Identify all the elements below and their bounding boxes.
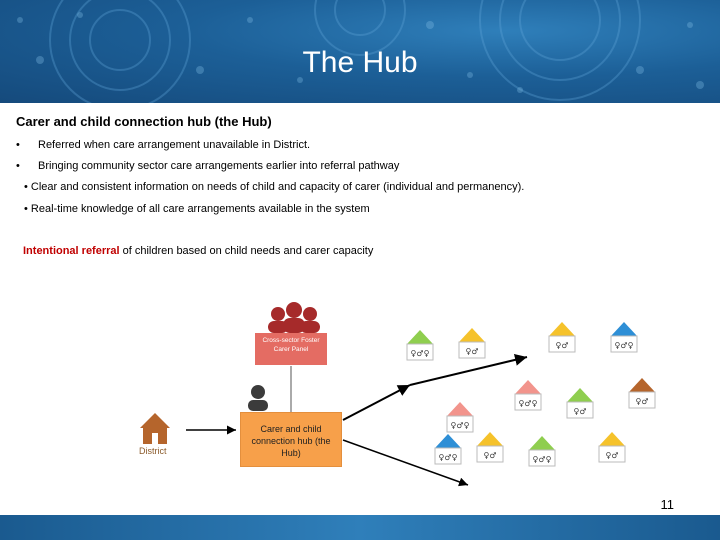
house-roof (515, 380, 541, 394)
bullet-marker: • (24, 181, 28, 193)
house-roof (549, 322, 575, 336)
house-roof (529, 436, 555, 450)
panel-group-icon (268, 302, 320, 333)
house-body (628, 391, 656, 409)
house-roof (459, 328, 485, 342)
banner-decoration (17, 0, 704, 103)
carer-house-icon: ♀♂ (548, 322, 576, 353)
carer-house-icon: ♀♂♀ (528, 436, 556, 467)
bullet-marker: • (24, 203, 28, 215)
bullet-marker: • (16, 139, 20, 151)
house-body (458, 341, 486, 359)
house-occupants: ♀♂♀ (439, 453, 458, 462)
district-house-icon (140, 413, 170, 444)
carer-house-icon: ♀♂♀ (406, 330, 434, 361)
sub-bullet-item: • Real-time knowledge of all care arrang… (24, 203, 370, 215)
hub-to-carers-arrow-lower (342, 439, 469, 487)
bullet-item: • Referred when care arrangement unavaila… (16, 139, 310, 151)
footer-bar (0, 515, 720, 540)
house-roof (435, 434, 461, 448)
bullet-text: Real-time knowledge of all care arrangem… (30, 203, 370, 215)
hub-to-carers-arrow-upper2 (409, 353, 528, 386)
carer-house-icon: ♀♂ (628, 378, 656, 409)
house-body (434, 447, 462, 465)
house-occupants: ♀♂ (573, 407, 586, 416)
connection-hub-box: Carer and child connection hub (the Hub) (240, 412, 342, 467)
house-occupants: ♀♂ (555, 341, 568, 350)
house-roof (477, 432, 503, 446)
house-occupants: ♀♂ (465, 347, 478, 356)
title-banner: The Hub (0, 0, 720, 103)
house-body (528, 449, 556, 467)
house-roof (611, 322, 637, 336)
carer-house-icon: ♀♂ (566, 388, 594, 419)
hub-person-icon (248, 385, 268, 411)
carer-house-icon: ♀♂ (476, 432, 504, 463)
house-roof (447, 402, 473, 416)
foster-carer-panel-box: Cross-sector Foster Carer Panel (255, 333, 327, 365)
sub-bullet-item: • Clear and consistent information on ne… (24, 181, 524, 193)
slide-title: The Hub (302, 46, 418, 79)
house-body (548, 335, 576, 353)
intentional-referral-statement: Intentional referral of children based o… (23, 245, 373, 257)
house-occupants: ♀♂ (635, 397, 648, 406)
bullet-item: • Bringing community sector care arrangem… (16, 160, 399, 172)
district-label: District (139, 446, 167, 456)
house-body (598, 445, 626, 463)
house-body (610, 335, 638, 353)
carer-house-icon: ♀♂ (458, 328, 486, 359)
carer-houses-group: ♀♂♀ ♀♂ ♀♂ ♀♂♀ ♀♂♀ ♀♂♀ ♀♂ ♀♂ ♀♂♀ ♀♂ ♀♂♀ ♀♂ (406, 322, 656, 467)
house-occupants: ♀♂♀ (451, 421, 470, 430)
house-occupants: ♀♂♀ (615, 341, 634, 350)
bullet-text: Bringing community sector care arrangeme… (38, 160, 400, 172)
house-roof (629, 378, 655, 392)
carer-house-icon: ♀♂♀ (610, 322, 638, 353)
house-roof (567, 388, 593, 402)
house-occupants: ♀♂♀ (533, 455, 552, 464)
house-body (566, 401, 594, 419)
house-occupants: ♀♂♀ (519, 399, 538, 408)
carer-house-icon: ♀♂♀ (446, 402, 474, 433)
intentional-referral-rest: of children based on child needs and car… (119, 245, 374, 257)
page-number: 11 (660, 497, 675, 512)
house-body (406, 343, 434, 361)
house-body (476, 445, 504, 463)
hub-to-carers-arrow-upper (342, 384, 411, 421)
bullet-marker: • (16, 160, 20, 172)
carer-house-icon: ♀♂♀ (434, 434, 462, 465)
slide-subtitle: Carer and child connection hub (the Hub) (16, 114, 272, 129)
house-occupants: ♀♂ (605, 451, 618, 460)
house-occupants: ♀♂ (483, 451, 496, 460)
bullet-text: Referred when care arrangement unavailab… (38, 139, 311, 151)
house-occupants: ♀♂♀ (411, 349, 430, 358)
house-body (446, 415, 474, 433)
house-body (514, 393, 542, 411)
bullet-text: Clear and consistent information on need… (30, 181, 525, 193)
intentional-referral-highlight: Intentional referral (23, 245, 120, 257)
house-roof (599, 432, 625, 446)
house-roof (407, 330, 433, 344)
carer-house-icon: ♀♂♀ (514, 380, 542, 411)
carer-house-icon: ♀♂ (598, 432, 626, 463)
